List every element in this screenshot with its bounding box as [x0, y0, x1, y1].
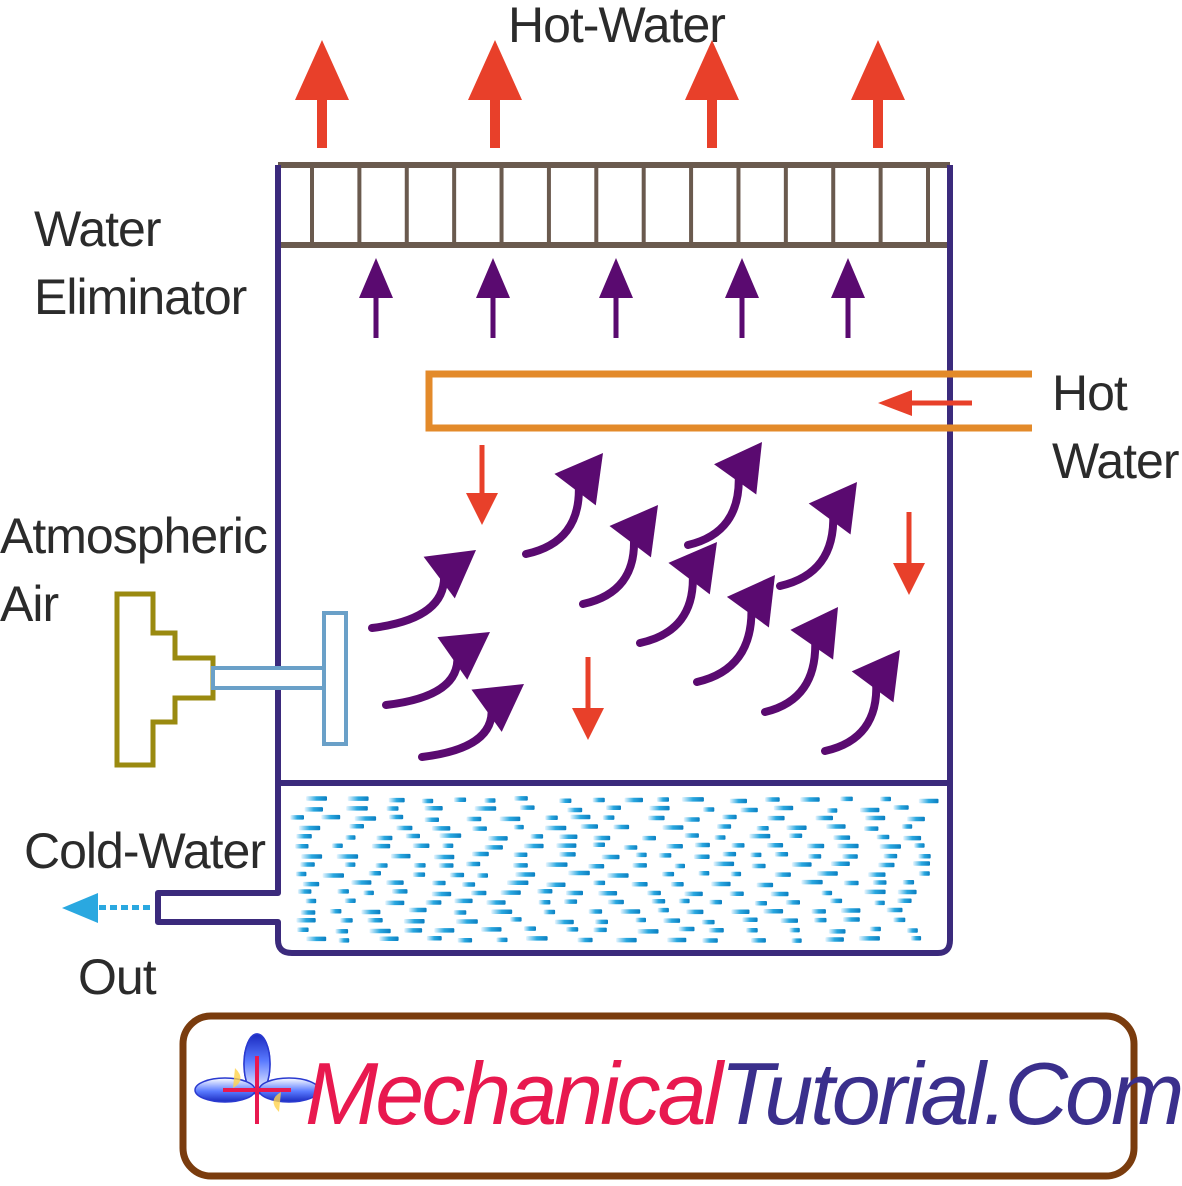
water-drop-arrow-icon: [893, 512, 925, 595]
basin-water: [290, 796, 939, 943]
hot-water-inlet-arrow-icon: [878, 390, 972, 416]
hot-water-inlet-pipe: [425, 370, 1032, 432]
atmospheric-air-label-line1: Atmospheric: [0, 508, 267, 564]
air-flow-arrow-icon: [684, 442, 762, 549]
water-eliminator: [278, 162, 950, 248]
fan-shaft: [211, 666, 327, 690]
fan-motor-icon: [114, 591, 216, 768]
hot-water-outlet-arrow-icon: [851, 40, 905, 148]
cold-water-out-label-line1: Cold-Water: [24, 823, 265, 879]
water-drop-arrow-icon: [572, 657, 604, 740]
hot-water-outlet-label: Hot-Water: [508, 0, 725, 53]
air-flow-arrow-icon: [761, 607, 838, 716]
air-flow-arrow-icon: [418, 684, 524, 761]
hot-water-outlet-arrow-icon: [685, 40, 739, 148]
air-flow-up-arrows: [359, 258, 865, 338]
air-flow-arrow-icon: [579, 505, 658, 608]
hot-water-inlet-label-line2: Water: [1052, 433, 1179, 489]
fan-blade-icon: [322, 611, 348, 746]
air-flow-arrow-icon: [522, 453, 603, 558]
water-drop-arrows: [466, 445, 925, 740]
hot-water-inlet-label-line1: Hot: [1052, 365, 1128, 421]
atmospheric-air-label-line2: Air: [0, 576, 58, 632]
air-flow-up-arrow-icon: [359, 258, 393, 338]
brand-name-part2: Tutorial.Com: [720, 1044, 1181, 1143]
hot-water-outlet-arrow-icon: [295, 40, 349, 148]
cold-water-out-label-line2: Out: [78, 949, 157, 1005]
brand-banner-frame: [179, 1012, 1138, 1180]
cold-water-out-arrow-icon: [62, 893, 150, 923]
water-drop-arrow-icon: [466, 445, 498, 525]
brand-name-part1: Mechanical: [305, 1044, 726, 1143]
air-flow-arrow-icon: [636, 542, 717, 647]
hot-water-outlet-arrows: [295, 40, 905, 148]
fan-assembly: [114, 591, 348, 768]
water-eliminator-label-line2: Eliminator: [34, 269, 247, 325]
air-flow-up-arrow-icon: [725, 258, 759, 338]
air-flow-arrow-icon: [368, 550, 476, 632]
water-eliminator-label-line1: Water: [34, 201, 161, 257]
logo-flower-icon: [194, 1033, 320, 1124]
air-flow-arrows: [368, 442, 900, 761]
hot-water-outlet-arrow-icon: [468, 40, 522, 148]
air-flow-arrow-icon: [776, 482, 857, 590]
air-flow-arrow-icon: [821, 650, 900, 755]
air-flow-up-arrow-icon: [831, 258, 865, 338]
air-flow-up-arrow-icon: [476, 258, 510, 338]
tower-body: [155, 165, 953, 956]
brand-logo-text: MechanicalTutorial.Com: [305, 1044, 1181, 1143]
air-flow-arrow-icon: [382, 632, 490, 709]
air-flow-arrow-icon: [693, 575, 775, 686]
air-flow-up-arrow-icon: [599, 258, 633, 338]
